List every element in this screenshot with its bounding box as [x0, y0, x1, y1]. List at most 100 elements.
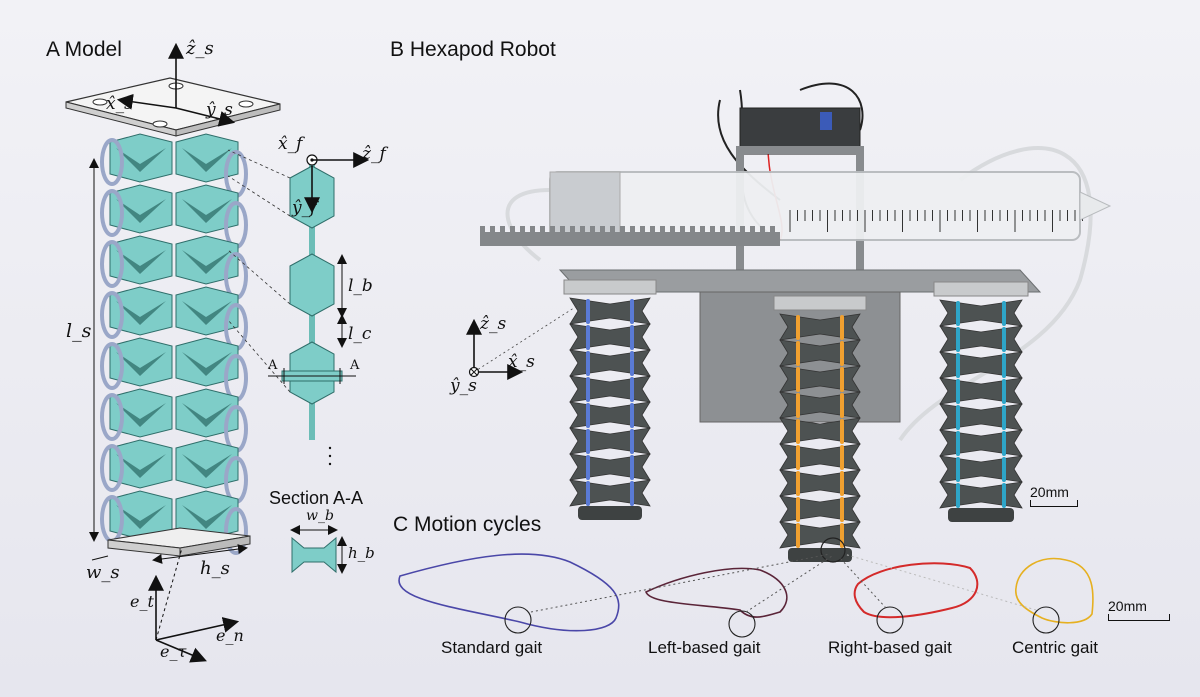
left-gait-marker	[728, 610, 756, 638]
column-block	[175, 439, 239, 489]
ring	[100, 342, 124, 390]
rack-tooth	[640, 226, 645, 233]
rack-tooth	[530, 226, 535, 233]
leader-line	[745, 555, 833, 613]
column-block	[109, 388, 173, 438]
wb-label: w_b	[306, 508, 334, 524]
block-column	[100, 133, 248, 555]
scale-bar-gait: 20mm	[1108, 598, 1170, 621]
wire	[799, 82, 864, 131]
xs-axis-arrow	[116, 93, 177, 110]
xf-label: x̂_f	[278, 134, 303, 154]
robot-xs-label: x̂_s	[508, 352, 535, 372]
zf-label: ẑ_f	[362, 144, 386, 164]
en-label: e_n	[216, 626, 244, 645]
leader-line	[839, 557, 887, 609]
column-block	[175, 337, 239, 387]
hs-label: h_s	[200, 558, 230, 579]
rack-tooth	[600, 226, 605, 233]
rack-tooth	[760, 226, 765, 233]
standard-gait-loop	[398, 553, 620, 632]
robot-ys-label: ŷ_s	[450, 376, 477, 396]
column-block	[109, 184, 173, 234]
leg	[563, 279, 657, 520]
tube	[505, 188, 551, 262]
robot-zs-label: ẑ_s	[480, 314, 507, 334]
ring	[100, 189, 124, 237]
en-axis-arrow	[155, 617, 240, 641]
rack-tooth	[580, 226, 585, 233]
rack-tooth	[630, 226, 635, 233]
rack-tooth	[740, 226, 745, 233]
hs-dimension	[152, 544, 248, 564]
panel-a-label: A Model	[46, 38, 122, 61]
syringe-barrel	[549, 171, 1081, 241]
rack-tooth	[620, 226, 625, 233]
rack-tooth	[700, 226, 705, 233]
ring	[100, 240, 124, 288]
standard-gait-marker	[504, 606, 532, 634]
rack-tooth	[720, 226, 725, 233]
xs-label: x̂_s	[106, 94, 133, 114]
model-illustration	[65, 42, 370, 663]
scale-bar-label: 20mm	[1108, 598, 1147, 614]
rack-tooth	[550, 226, 555, 233]
etau-axis-arrow	[155, 639, 207, 663]
rack-tooth	[670, 226, 675, 233]
leg	[773, 295, 867, 562]
column-block	[109, 439, 173, 489]
ring	[100, 138, 124, 186]
scale-bar-label: 20mm	[1030, 484, 1069, 500]
left-based-gait-label: Left-based gait	[648, 638, 761, 657]
robot-axis-leader	[473, 303, 581, 373]
rack-tooth	[570, 226, 575, 233]
section-mark-left: A	[268, 358, 278, 373]
rack-tooth	[540, 226, 545, 233]
rack-tooth	[690, 226, 695, 233]
column-block	[175, 133, 239, 183]
et-label: e_t	[130, 592, 154, 611]
ys-axis-arrow	[175, 107, 236, 127]
rack-tooth	[490, 226, 495, 233]
ring	[100, 393, 124, 441]
rack-tooth	[710, 226, 715, 233]
rack-tooth	[680, 226, 685, 233]
rack-tooth	[500, 226, 505, 233]
hb-label: h_b	[348, 544, 375, 562]
centric-gait-loop	[1015, 557, 1094, 624]
robot-photo	[466, 82, 1112, 563]
section-aa-title: Section A-A	[269, 488, 364, 508]
rack-tooth	[730, 226, 735, 233]
ring	[100, 444, 124, 492]
zs-label: ẑ_s	[186, 38, 214, 59]
rack-tooth	[560, 226, 565, 233]
panel-b-label: B Hexapod Robot	[390, 38, 556, 61]
syringe-tip	[1079, 191, 1112, 221]
ws-dimension	[91, 555, 109, 561]
frame-leader-line	[155, 547, 183, 641]
etau-label: e_τ	[160, 642, 187, 661]
standard-gait-label: Standard gait	[441, 638, 543, 657]
centric-gait-label: Centric gait	[1012, 638, 1098, 657]
rack-tooth	[750, 226, 755, 233]
rack-tooth	[480, 226, 485, 233]
column-block	[109, 337, 173, 387]
yf-label: ŷ_f	[292, 198, 317, 218]
ws-label: w_s	[86, 562, 120, 583]
rack-tooth	[770, 226, 775, 233]
board-component	[820, 112, 832, 130]
rack-tooth	[520, 226, 525, 233]
ls-label: l_s	[66, 320, 92, 342]
ys-label: ŷ_s	[206, 100, 233, 120]
column-block	[175, 184, 239, 234]
right-gait-marker	[876, 606, 904, 634]
column-block	[109, 235, 173, 285]
scale-bar-robot: 20mm	[1030, 484, 1078, 507]
leader-line	[530, 553, 831, 613]
scale-bar-line	[1030, 500, 1078, 507]
ring	[100, 291, 124, 339]
column-block	[175, 286, 239, 336]
rack-tooth	[650, 226, 655, 233]
rack-tooth	[510, 226, 515, 233]
